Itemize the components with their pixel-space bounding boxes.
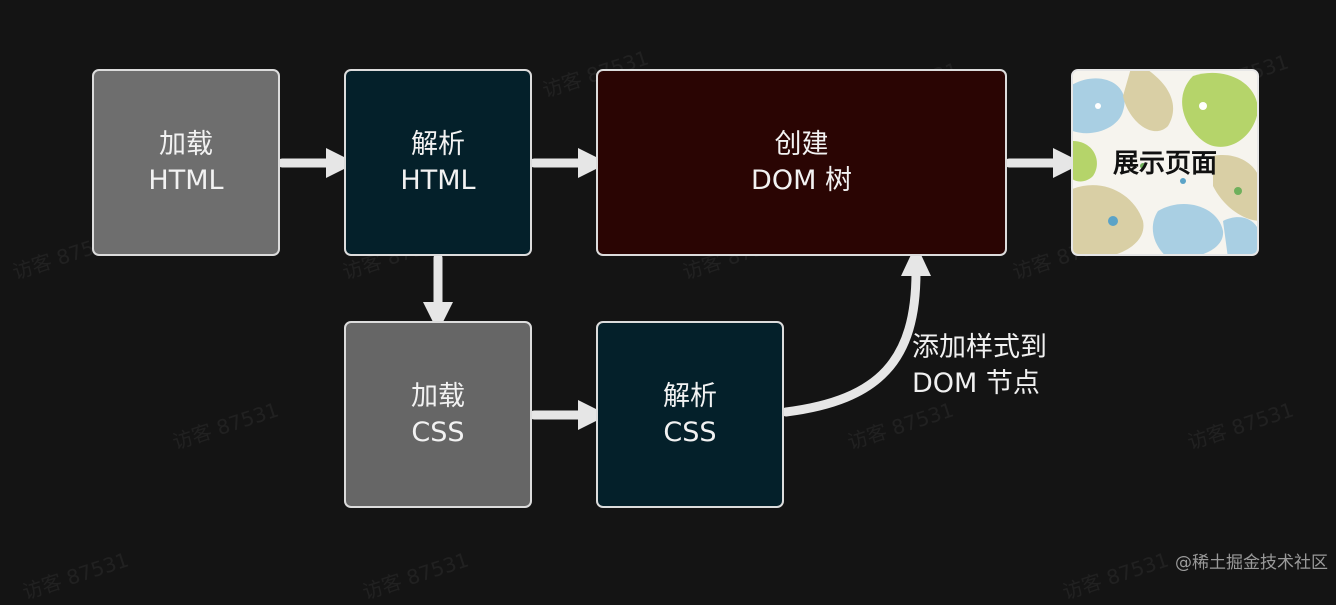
arrowhead <box>423 302 453 332</box>
node-create-dom: 创建 DOM 树 <box>596 69 1007 256</box>
node-label: CSS <box>663 416 717 448</box>
node-label: 加载 <box>159 128 213 160</box>
node-display-page: 展示页面 <box>1071 69 1259 256</box>
node-label: DOM 树 <box>751 164 852 196</box>
footer-credit: @稀土掘金技术社区 <box>1175 553 1328 573</box>
node-load-html: 加载 HTML <box>92 69 280 256</box>
node-label: HTML <box>148 164 224 196</box>
node-load-css: 加载 CSS <box>344 321 532 508</box>
edge-label-line: 添加样式到 <box>912 332 1047 363</box>
arrowhead <box>578 400 608 430</box>
node-label: 解析 <box>663 380 717 412</box>
node-label: HTML <box>400 164 476 196</box>
node-label: 加载 <box>411 380 465 412</box>
node-parse-html: 解析 HTML <box>344 69 532 256</box>
edge-label-line: DOM 节点 <box>912 368 1040 399</box>
page-label: 展示页面 <box>1112 149 1217 179</box>
edge-label-add-style: 添加样式到 DOM 节点 <box>912 330 1047 402</box>
node-parse-css: 解析 CSS <box>596 321 784 508</box>
node-label: 解析 <box>411 128 465 160</box>
arrow-parse-css-to-dom <box>781 267 921 417</box>
page-thumbnail-image <box>1073 71 1257 254</box>
arrowhead <box>326 148 356 178</box>
arrowhead <box>578 148 608 178</box>
node-label: CSS <box>411 416 465 448</box>
arrowhead <box>1053 148 1083 178</box>
flow-arrows <box>277 148 1083 430</box>
arrowhead <box>901 244 931 276</box>
node-label: 创建 <box>774 128 829 160</box>
